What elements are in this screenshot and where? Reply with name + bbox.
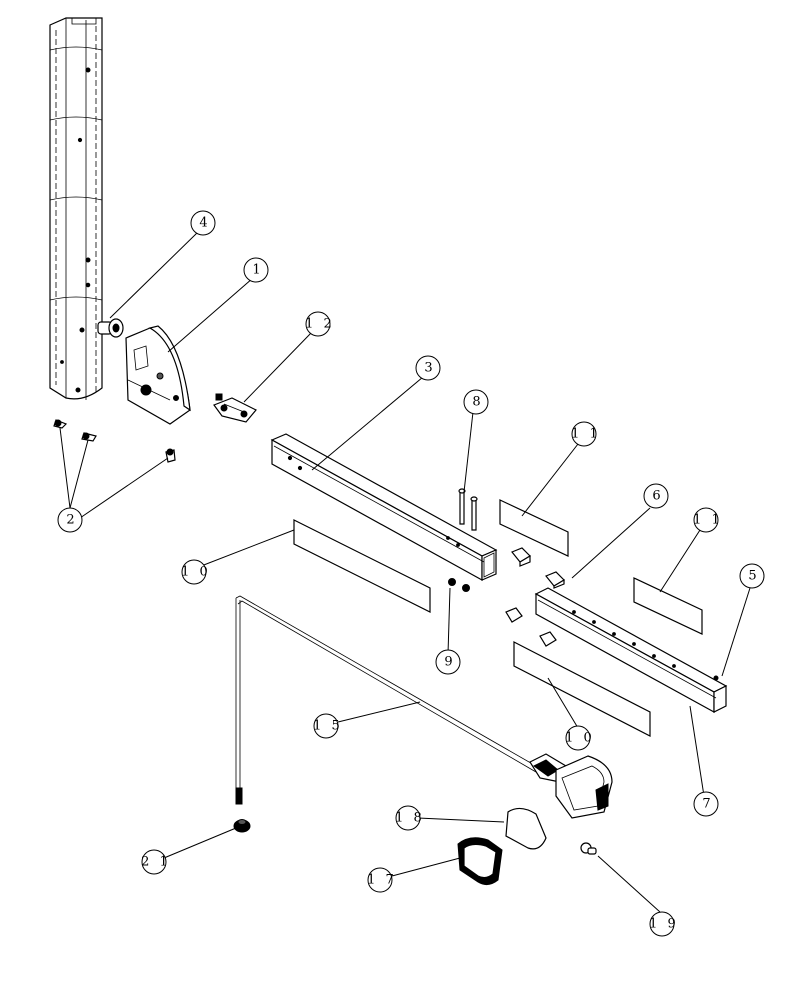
callout-label: 7 [702,797,713,812]
callout-6: 6 [643,483,669,509]
callout-label: 8 [472,395,483,410]
callout-10-right: 1 0 [565,725,595,751]
callout-3: 3 [415,355,441,381]
callout-5: 5 [739,563,765,589]
callout-label: 2 [66,513,77,528]
callout-label: 1 7 [367,873,397,888]
part-10-pad-upper [293,519,431,613]
callout-label: 5 [748,569,759,584]
callout-2: 2 [57,507,83,533]
part-15-cable-assembly [235,595,613,819]
callout-label: 2 1 [141,855,171,870]
callout-label: 1 8 [395,811,425,826]
callout-1: 1 [243,257,269,283]
callout-18: 1 8 [395,805,425,831]
callout-11-right: 1 1 [693,507,723,533]
callout-label: 9 [444,655,455,670]
callout-label: 4 [199,216,210,231]
callout-9: 9 [435,649,461,675]
part-5-7-rear-bar [534,587,728,714]
part-19-bulb [580,842,597,855]
callout-12: 1 2 [305,311,335,337]
callout-label: 1 1 [571,427,601,442]
part-21-grommet [233,819,251,833]
callout-label: 6 [652,489,663,504]
mast-tube [49,17,103,400]
callout-label: 1 2 [305,317,335,332]
callout-label: 1 9 [649,917,679,932]
callout-11-left: 1 1 [571,421,601,447]
part-2-bolts [53,419,176,463]
callout-15: 1 5 [313,713,343,739]
part-8-long-bolts [458,488,478,531]
callout-label: 1 0 [181,565,211,580]
part-18-lens [505,807,547,850]
callout-label: 1 [252,263,263,278]
part-6-clips [505,547,565,647]
part-9-nuts [448,578,470,592]
leader-lines [59,231,751,913]
callout-7: 7 [693,791,719,817]
part-3-channel-bar [270,433,498,582]
callout-8: 8 [463,389,489,415]
part-1-bracket [125,325,191,425]
callout-17: 1 7 [367,867,397,893]
part-12-link [213,393,257,423]
callout-label: 3 [424,361,435,376]
part-11-decal-right [633,577,703,635]
callout-10-left: 1 0 [181,559,211,585]
callout-label: 1 5 [313,719,343,734]
callout-label: 1 1 [693,513,723,528]
callout-19: 1 9 [649,911,679,937]
part-10-pad-lower [513,641,651,737]
callout-label: 1 0 [565,731,595,746]
part-4-bushing [97,318,124,338]
callout-4: 4 [190,210,216,236]
callout-21: 2 1 [141,849,171,875]
part-11-decal-left [499,499,569,557]
part-17-gasket [457,837,503,886]
